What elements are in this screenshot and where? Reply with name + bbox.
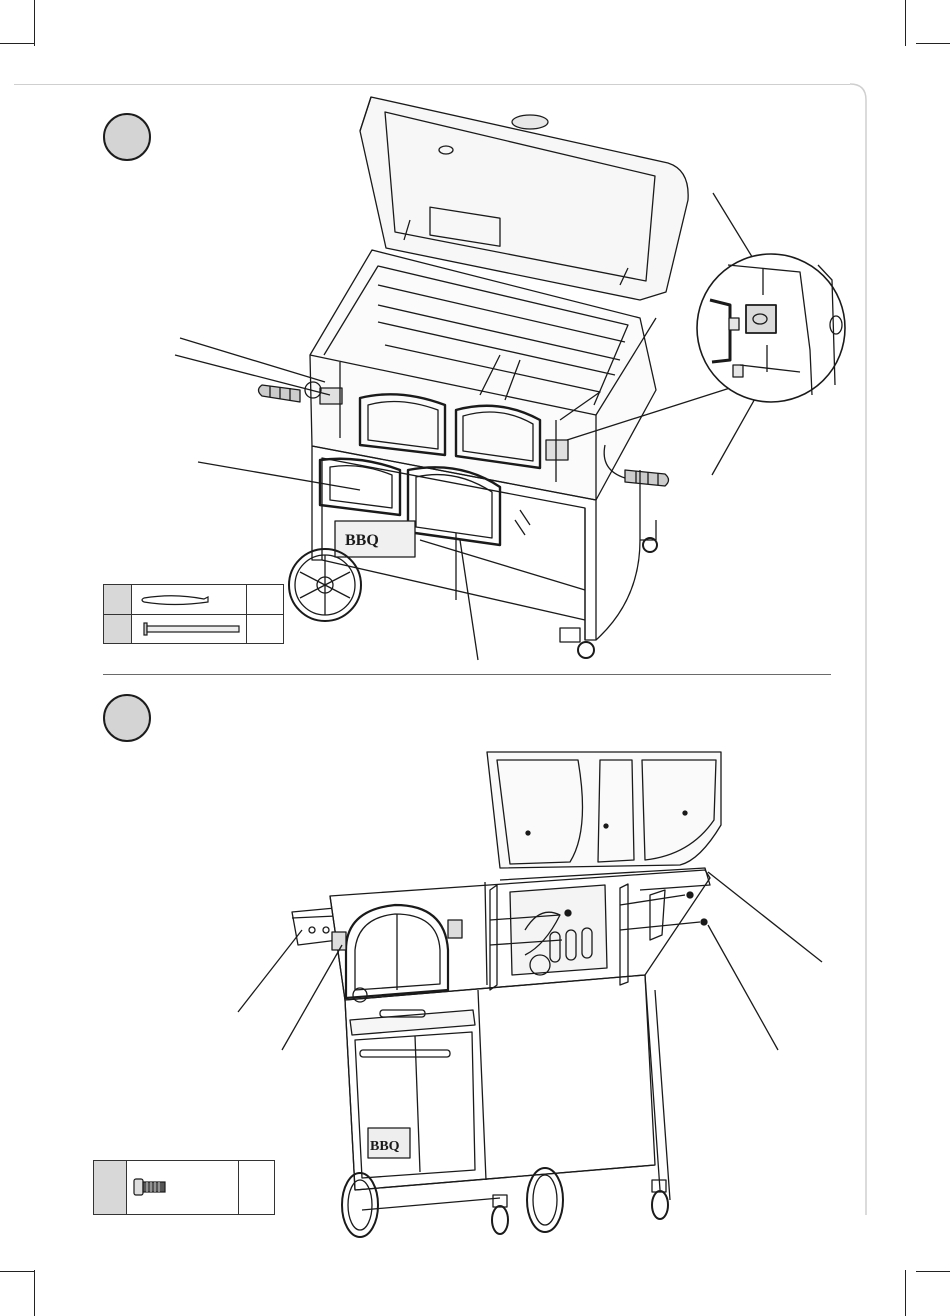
grill-lid-open	[487, 752, 721, 868]
svg-text:BBQ: BBQ	[370, 1139, 400, 1154]
leader-line-b2	[282, 945, 342, 1050]
grill-body	[330, 868, 710, 1002]
parts-step-b-drawings	[94, 1161, 274, 1214]
bolt-icon	[134, 1179, 165, 1195]
leader-line-b1	[238, 930, 302, 1012]
leader-line-b3	[708, 925, 778, 1050]
parts-table-step-b	[93, 1160, 275, 1215]
grill-wheels	[342, 1168, 668, 1237]
side-shelf	[292, 908, 338, 945]
grill-cabinet-lower: BBQ	[345, 975, 670, 1210]
leader-line-b4	[708, 872, 822, 962]
